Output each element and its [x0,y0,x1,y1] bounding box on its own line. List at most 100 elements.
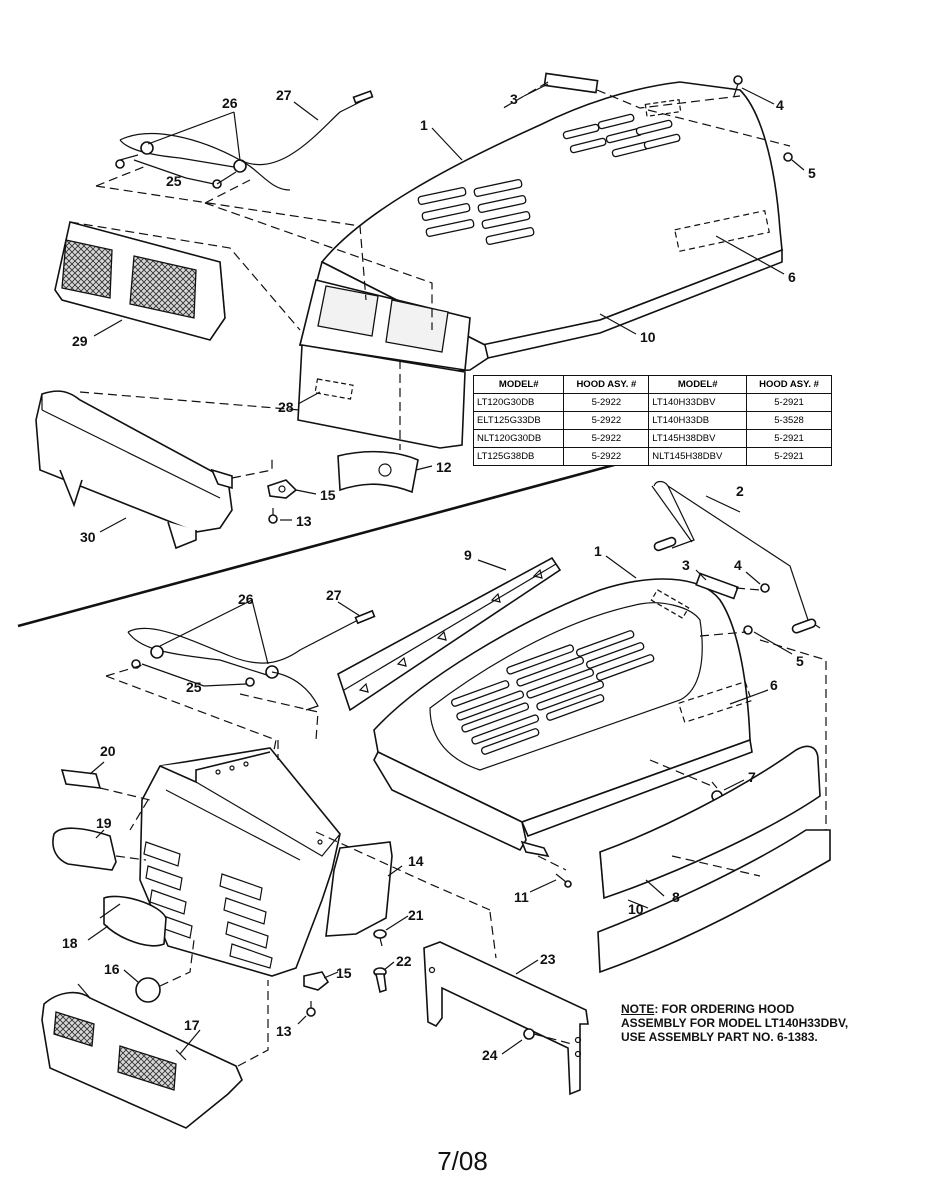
callout-bottom-1: 1 [594,543,602,559]
grille-29 [54,221,226,341]
callout-bottom-7: 7 [748,769,756,785]
model-hood-table: MODEL# HOOD ASY. # MODEL# HOOD ASY. # LT… [472,375,832,466]
table-row: LT125G38DB 5-2922 NLT145H38DBV 5-2921 [472,447,832,466]
nut-5 [783,152,793,162]
section-divider [17,456,641,628]
lower-grille-17 [41,983,243,1129]
callout-bottom-6: 6 [770,677,778,693]
callout-bottom-26: 26 [238,591,254,607]
note-text: : FOR ORDERING HOOD ASSEMBLY FOR MODEL L… [621,1002,849,1044]
callout-top-13: 13 [296,513,312,529]
pad-20 [60,769,102,789]
decal-6-top [674,209,770,253]
callout-bottom-25: 25 [186,679,202,695]
emblem-3-bottom [695,572,739,600]
hood-bottom-vents [450,630,655,755]
callout-top-4: 4 [776,97,784,113]
table-cell: NLT145H38DBV [648,447,748,466]
callout-top-6: 6 [788,269,796,285]
rail-9 [337,556,562,712]
table-cell: 5-2922 [563,411,650,430]
clip-15-bottom [303,971,330,991]
callout-bottom-14: 14 [408,853,424,869]
table-cell: 5-2921 [746,447,832,466]
table-header-cell: HOOD ASY. # [746,375,832,394]
callout-bottom-24: 24 [482,1047,498,1063]
table-cell: 5-2922 [563,393,650,412]
table-cell: ELT125G33DB [472,411,565,430]
page-number: 7/08 [437,1146,488,1176]
pad-19 [52,827,117,871]
grille-bottom-slats [143,841,273,969]
table-header-cell: MODEL# [472,375,565,394]
emblem-3 [543,72,599,94]
callout-bottom-4: 4 [734,557,742,573]
hood-top [297,81,783,449]
callout-bottom-9: 9 [464,547,472,563]
callout-bottom-10: 10 [628,901,644,917]
screw-13-top [268,508,278,524]
callout-top-10: 10 [640,329,656,345]
callout-top-27: 27 [276,87,292,103]
bottom-panel-10 [597,829,831,974]
table-cell: LT145H38DBV [648,429,748,448]
pad-18 [103,895,167,947]
hood-vents-middle [417,179,535,245]
hood-vents-top [562,113,681,158]
callout-bottom-15: 15 [336,965,352,981]
bottom-assembly: 1 2 3 4 5 6 7 8 9 10 11 13 14 15 16 17 1… [41,480,831,1129]
decal-28 [314,378,354,400]
table-row: ELT125G33DB 5-2922 LT140H33DB 5-3528 [472,411,832,430]
emblem-3-bottom-recess [650,588,690,620]
table-cell: NLT120G30DB [472,429,565,448]
bolt-21 [373,929,387,947]
nut-5-bottom [743,625,753,635]
callout-bottom-20: 20 [100,743,116,759]
washer-24 [523,1028,535,1040]
table-cell: LT140H33DBV [648,393,748,412]
top-assembly: 1 3 4 5 6 10 12 13 15 25 26 27 28 29 30 [35,72,816,550]
callout-top-28: 28 [278,399,294,415]
callout-top-5: 5 [808,165,816,181]
table-cell: 5-2921 [746,393,832,412]
callout-bottom-8: 8 [672,889,680,905]
callout-bottom-22: 22 [396,953,412,969]
callout-bottom-16: 16 [104,961,120,977]
callout-bottom-17: 17 [184,1017,200,1033]
bumper-30 [35,390,233,550]
callout-top-25: 25 [166,173,182,189]
callout-bottom-21: 21 [408,907,424,923]
grille-bottom [139,747,341,977]
grille-bottom-holes [215,761,323,845]
wiring-harness-top [115,90,374,191]
screw-4-bottom [760,583,770,593]
callout-top-12: 12 [436,459,452,475]
callout-top-29: 29 [72,333,88,349]
rail-9-tabs [358,568,543,693]
table-row: LT120G30DB 5-2922 LT140H33DBV 5-2921 [472,393,832,412]
callout-bottom-3: 3 [682,557,690,573]
side-plate-14 [325,841,393,937]
screw-4 [733,75,743,97]
callout-top-30: 30 [80,529,96,545]
decal-6-bottom [677,680,753,724]
bracket-23 [423,941,589,1096]
callout-bottom-19: 19 [96,815,112,831]
screw-13-bottom [306,1001,316,1017]
screw-11 [555,873,572,888]
table-cell: 5-2922 [563,447,650,466]
lens-16 [135,977,161,1003]
callout-top-3: 3 [510,91,518,107]
bolt-22 [373,967,387,994]
callout-top-26: 26 [222,95,238,111]
callout-bottom-5: 5 [796,653,804,669]
callout-bottom-2: 2 [736,483,744,499]
table-cell: 5-2921 [746,429,832,448]
note-label: NOTE [621,1002,655,1016]
headlight-opening-left [317,285,379,337]
callout-bottom-11: 11 [514,889,529,905]
table-cell: 5-2922 [563,429,650,448]
wiring-harness-bottom [127,609,376,711]
callout-bottom-27: 27 [326,587,342,603]
